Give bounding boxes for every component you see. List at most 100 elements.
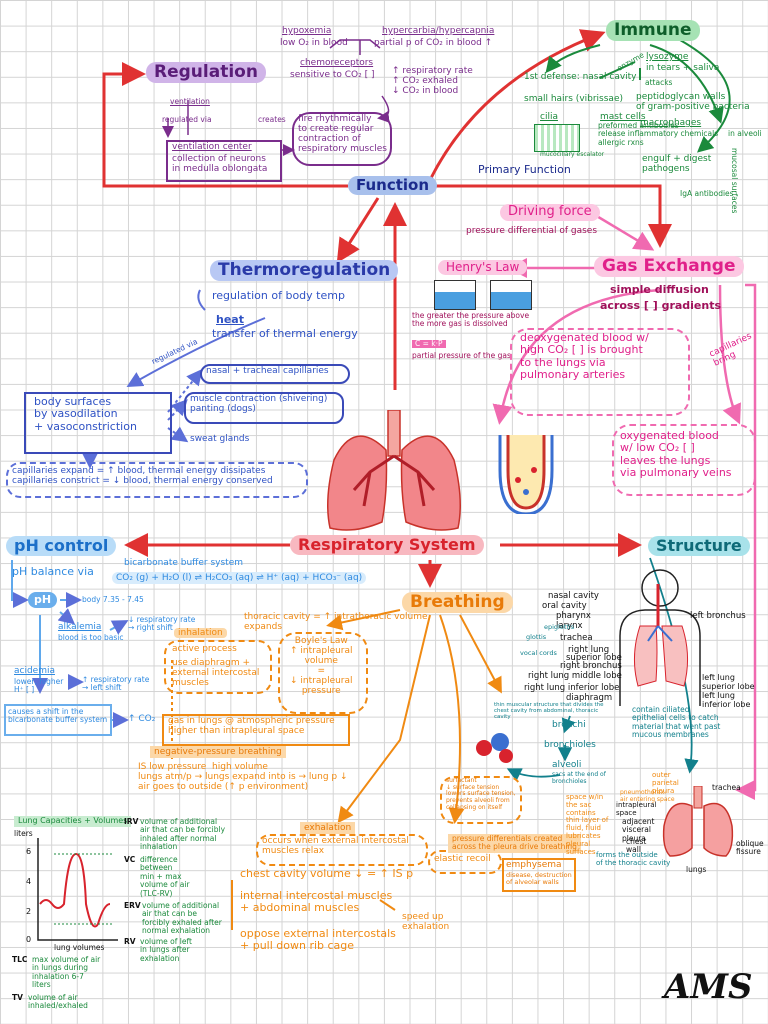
structure-label-5: right lung — [568, 645, 610, 655]
regulated-via-label: regulated via — [162, 115, 212, 124]
shift-box — [4, 704, 112, 736]
def-abbr-2: ERV — [124, 901, 141, 910]
buffer-label: bicarbonate buffer system — [124, 558, 243, 568]
oxy-text: oxygenated blood w/ low CO₂ [ ] leaves t… — [620, 429, 732, 479]
mast-cells-desc: preformed antibodies release inflammator… — [598, 121, 719, 147]
driving-force-label: Driving force — [500, 204, 600, 221]
simple-diffusion: simple diffusion — [610, 283, 709, 296]
hypercarbia-label: hypercarbia/hypercapnia — [382, 26, 495, 36]
internal-intercostal: internal intercostal muscles + abdominal… — [240, 889, 393, 915]
henry-formula: C = k·P — [412, 339, 446, 349]
fire-rhythm-box — [292, 112, 392, 166]
oppose-external: oppose external intercostals + pull down… — [240, 927, 396, 953]
function-title: Function — [348, 176, 438, 195]
speed-up: speed up exhalation — [402, 912, 450, 933]
respiratory-system-title: Respiratory System — [290, 535, 484, 555]
buffer-equation: CO₂ (g) + H₂O (l) ⇌ H₂CO₃ (aq) ⇌ H⁺ (aq)… — [112, 572, 367, 585]
body-surfaces: body surfaces by vasodilation + vasocons… — [34, 395, 137, 433]
hypercarbia-def: partial p of CO₂ in blood ↑ — [374, 38, 493, 48]
creates-label: creates — [258, 115, 286, 124]
hypoxemia-def: low O₂ in blood — [280, 38, 348, 48]
lungs-label: lungs — [686, 865, 707, 874]
first-defense: 1st defense: nasal cavity — [524, 72, 637, 82]
tv-text: volume of air inhaled/exhaled — [28, 993, 88, 1011]
alveoli-illustration — [470, 728, 520, 768]
structure-title: Structure — [648, 536, 750, 556]
macrophages-desc: engulf + digest pathogens — [642, 154, 712, 175]
diaphragm-desc: thin muscular structure that divides the… — [494, 702, 604, 721]
peptidoglycan: peptidoglycan walls of gram-positive bac… — [636, 92, 750, 113]
elastic-recoil: elastic recoil — [434, 854, 491, 864]
space-sac-desc: space w/in the sac contains thin layer o… — [566, 793, 609, 856]
is-low-pressure: IS low pressure high volume lungs atm/p … — [138, 762, 348, 793]
shift-text: causes a shift in the bicarbonate buffer… — [8, 707, 108, 725]
emphysema-desc: disease, destruction of alveolar walls — [506, 871, 572, 887]
structure-label-10: diaphragm — [566, 693, 613, 703]
bronchioles-label: bronchioles — [544, 740, 596, 750]
deoxy-text: deoxygenated blood w/ high CO₂ [ ] is br… — [520, 331, 649, 381]
structure-label-3: larynx — [556, 621, 583, 631]
heat-label: heat — [216, 313, 244, 326]
use-diaphragm: use diaphragm + external intercostal mus… — [172, 658, 260, 689]
def-text-2: volume of additional air that can be for… — [142, 901, 222, 936]
in-alveoli-label: in alveoli — [728, 129, 762, 138]
boyles-law: Boyle's Law ↑ intrapleural volume = ↓ in… — [290, 636, 353, 697]
mucus-escalator: mucociliary escalator — [540, 151, 605, 158]
oxy-box — [612, 424, 756, 496]
muscle-contraction: muscle contraction (shivering) panting (… — [190, 394, 328, 415]
def-text-3: volume of left in lungs after exhalation — [140, 937, 192, 963]
acidemia-desc: lower, higher H⁺ [ ] — [14, 677, 64, 695]
visceral-pleura-label: adjacent visceral pleura — [622, 817, 655, 843]
lung-volume-graph — [34, 834, 120, 944]
henry-diagram — [434, 280, 532, 310]
muscle-box — [184, 392, 344, 424]
bronchi-label: bronchi — [552, 720, 586, 730]
ventilation-center-box — [166, 140, 282, 182]
henry-sub: partial pressure of the gas — [412, 351, 511, 360]
def-abbr-3: RV — [124, 937, 136, 946]
negative-pressure: negative-pressure breathing — [150, 746, 286, 759]
nasal-box — [200, 364, 350, 384]
lysozyme-label: lysozyme — [646, 52, 689, 62]
boyle-box — [278, 632, 368, 714]
lung-capacity-title: Lung Capacities + Volumes — [14, 816, 132, 827]
body-illustration — [600, 566, 720, 706]
tlc-text: max volume of air in lungs during inhala… — [32, 955, 101, 990]
structure-label-2: pharynx — [556, 611, 591, 621]
chest-wall-label: chest wall — [626, 837, 647, 855]
gas-in-lungs: gas in lungs @ atmospheric pressure high… — [168, 716, 335, 737]
thermo-reg: regulation of body temp — [212, 289, 345, 302]
ph-control-title: pH control — [6, 536, 117, 556]
def-text-1: difference between min + max volume of a… — [140, 855, 190, 898]
chest-cavity: chest cavity volume ↓ = ↑ IS p — [240, 867, 414, 880]
hypoxemia-label: hypoxemia — [282, 26, 332, 36]
structure-label-0: nasal cavity — [548, 591, 599, 601]
trachea-label: trachea — [712, 783, 741, 792]
ciliated-desc: contain ciliated epithelial cells to cat… — [632, 705, 721, 740]
acidemia-label: acidemia — [14, 666, 55, 676]
alkalemia-effect: ↓ respiratory rate → right shift — [128, 615, 196, 633]
across-gradients: across [ ] gradients — [600, 299, 722, 312]
alveoli-label: alveoli — [552, 760, 582, 770]
chemoreceptors-label: chemoreceptors — [300, 58, 374, 68]
capillaries-text: capillaries expand = ↑ blood, thermal en… — [12, 466, 273, 487]
small-hairs: small hairs (vibrissae) — [524, 94, 623, 104]
alveolus-illustration — [478, 430, 574, 516]
pleural-space-label: intrapleural space — [616, 801, 657, 817]
immune-title: Immune — [606, 20, 700, 42]
regulation-title: Regulation — [146, 62, 266, 84]
left-bronchus-label: left bronchus — [690, 611, 746, 621]
ventilation-label: ventilation — [170, 97, 210, 106]
tv-abbr: TV — [12, 993, 23, 1002]
structure-label-1: oral cavity — [542, 601, 587, 611]
sweat-glands: sweat glands — [190, 434, 250, 444]
ph-body-range: body 7.35 - 7.45 — [82, 595, 144, 604]
pressure-differentials: pressure differentials created across th… — [448, 834, 581, 853]
body-surfaces-box — [24, 392, 172, 454]
structure-label-4: trachea — [560, 633, 593, 643]
henry-desc: the greater the pressure above the more … — [412, 311, 530, 329]
liters-label: liters — [14, 829, 33, 838]
chemo-effects: ↑ respiratory rate ↑ CO₂ exhaled ↓ CO₂ i… — [392, 66, 473, 97]
left-lung-labels: left lung superior lobe left lung inferi… — [702, 673, 755, 709]
